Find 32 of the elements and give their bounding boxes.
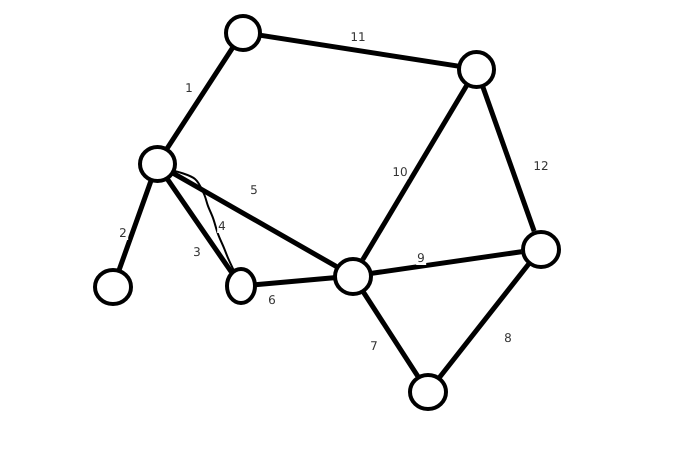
circle-node bbox=[520, 230, 560, 268]
edge-label: 6 bbox=[267, 293, 277, 307]
circle-node bbox=[225, 267, 257, 305]
edge-label: 12 bbox=[532, 159, 550, 173]
circle-node bbox=[93, 268, 133, 306]
edge-label: 3 bbox=[192, 245, 202, 259]
circle-node bbox=[457, 50, 496, 88]
edge-line bbox=[165, 46, 235, 150]
edge-label: 2 bbox=[118, 226, 128, 240]
edge-line bbox=[256, 275, 334, 288]
edge-line bbox=[361, 290, 420, 378]
edge-label: 5 bbox=[249, 183, 259, 197]
edge-label: 4 bbox=[217, 219, 227, 233]
edge-label: 8 bbox=[503, 331, 513, 345]
edge-label: 11 bbox=[349, 30, 367, 44]
edge-line bbox=[260, 32, 458, 69]
edge-label: 9 bbox=[416, 251, 426, 265]
edge-label: 10 bbox=[391, 165, 409, 179]
edge-label: 1 bbox=[184, 81, 194, 95]
circle-node bbox=[224, 14, 262, 52]
circle-node bbox=[138, 145, 176, 183]
edge-line bbox=[480, 86, 536, 232]
edge-line bbox=[360, 84, 469, 261]
edge-label: 7 bbox=[369, 339, 379, 353]
edge-line bbox=[165, 178, 234, 274]
edge-line bbox=[372, 249, 522, 276]
curved-edge-line bbox=[174, 170, 234, 270]
edge-line bbox=[116, 180, 154, 270]
circle-node bbox=[333, 256, 373, 296]
circle-node bbox=[408, 373, 448, 411]
edge-line bbox=[438, 262, 531, 379]
edge-line bbox=[172, 171, 338, 269]
